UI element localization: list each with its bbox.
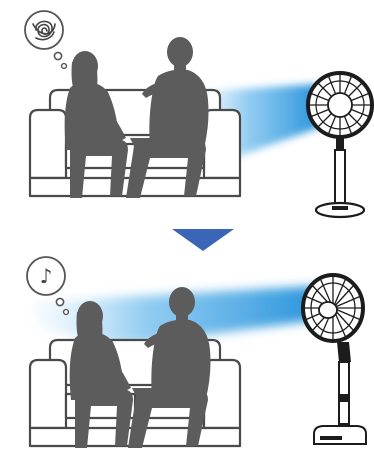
scene-before-illustration bbox=[0, 0, 374, 222]
thought-bubble bbox=[25, 11, 66, 68]
scene-after: ♪ bbox=[0, 250, 374, 461]
music-note-icon: ♪ bbox=[40, 264, 53, 288]
electric-fan bbox=[308, 73, 372, 217]
down-arrow-icon bbox=[172, 229, 234, 251]
electric-fan bbox=[303, 275, 366, 444]
woman-silhouette bbox=[65, 51, 128, 198]
scene-after-illustration: ♪ bbox=[0, 250, 374, 461]
scene-before bbox=[0, 0, 374, 222]
